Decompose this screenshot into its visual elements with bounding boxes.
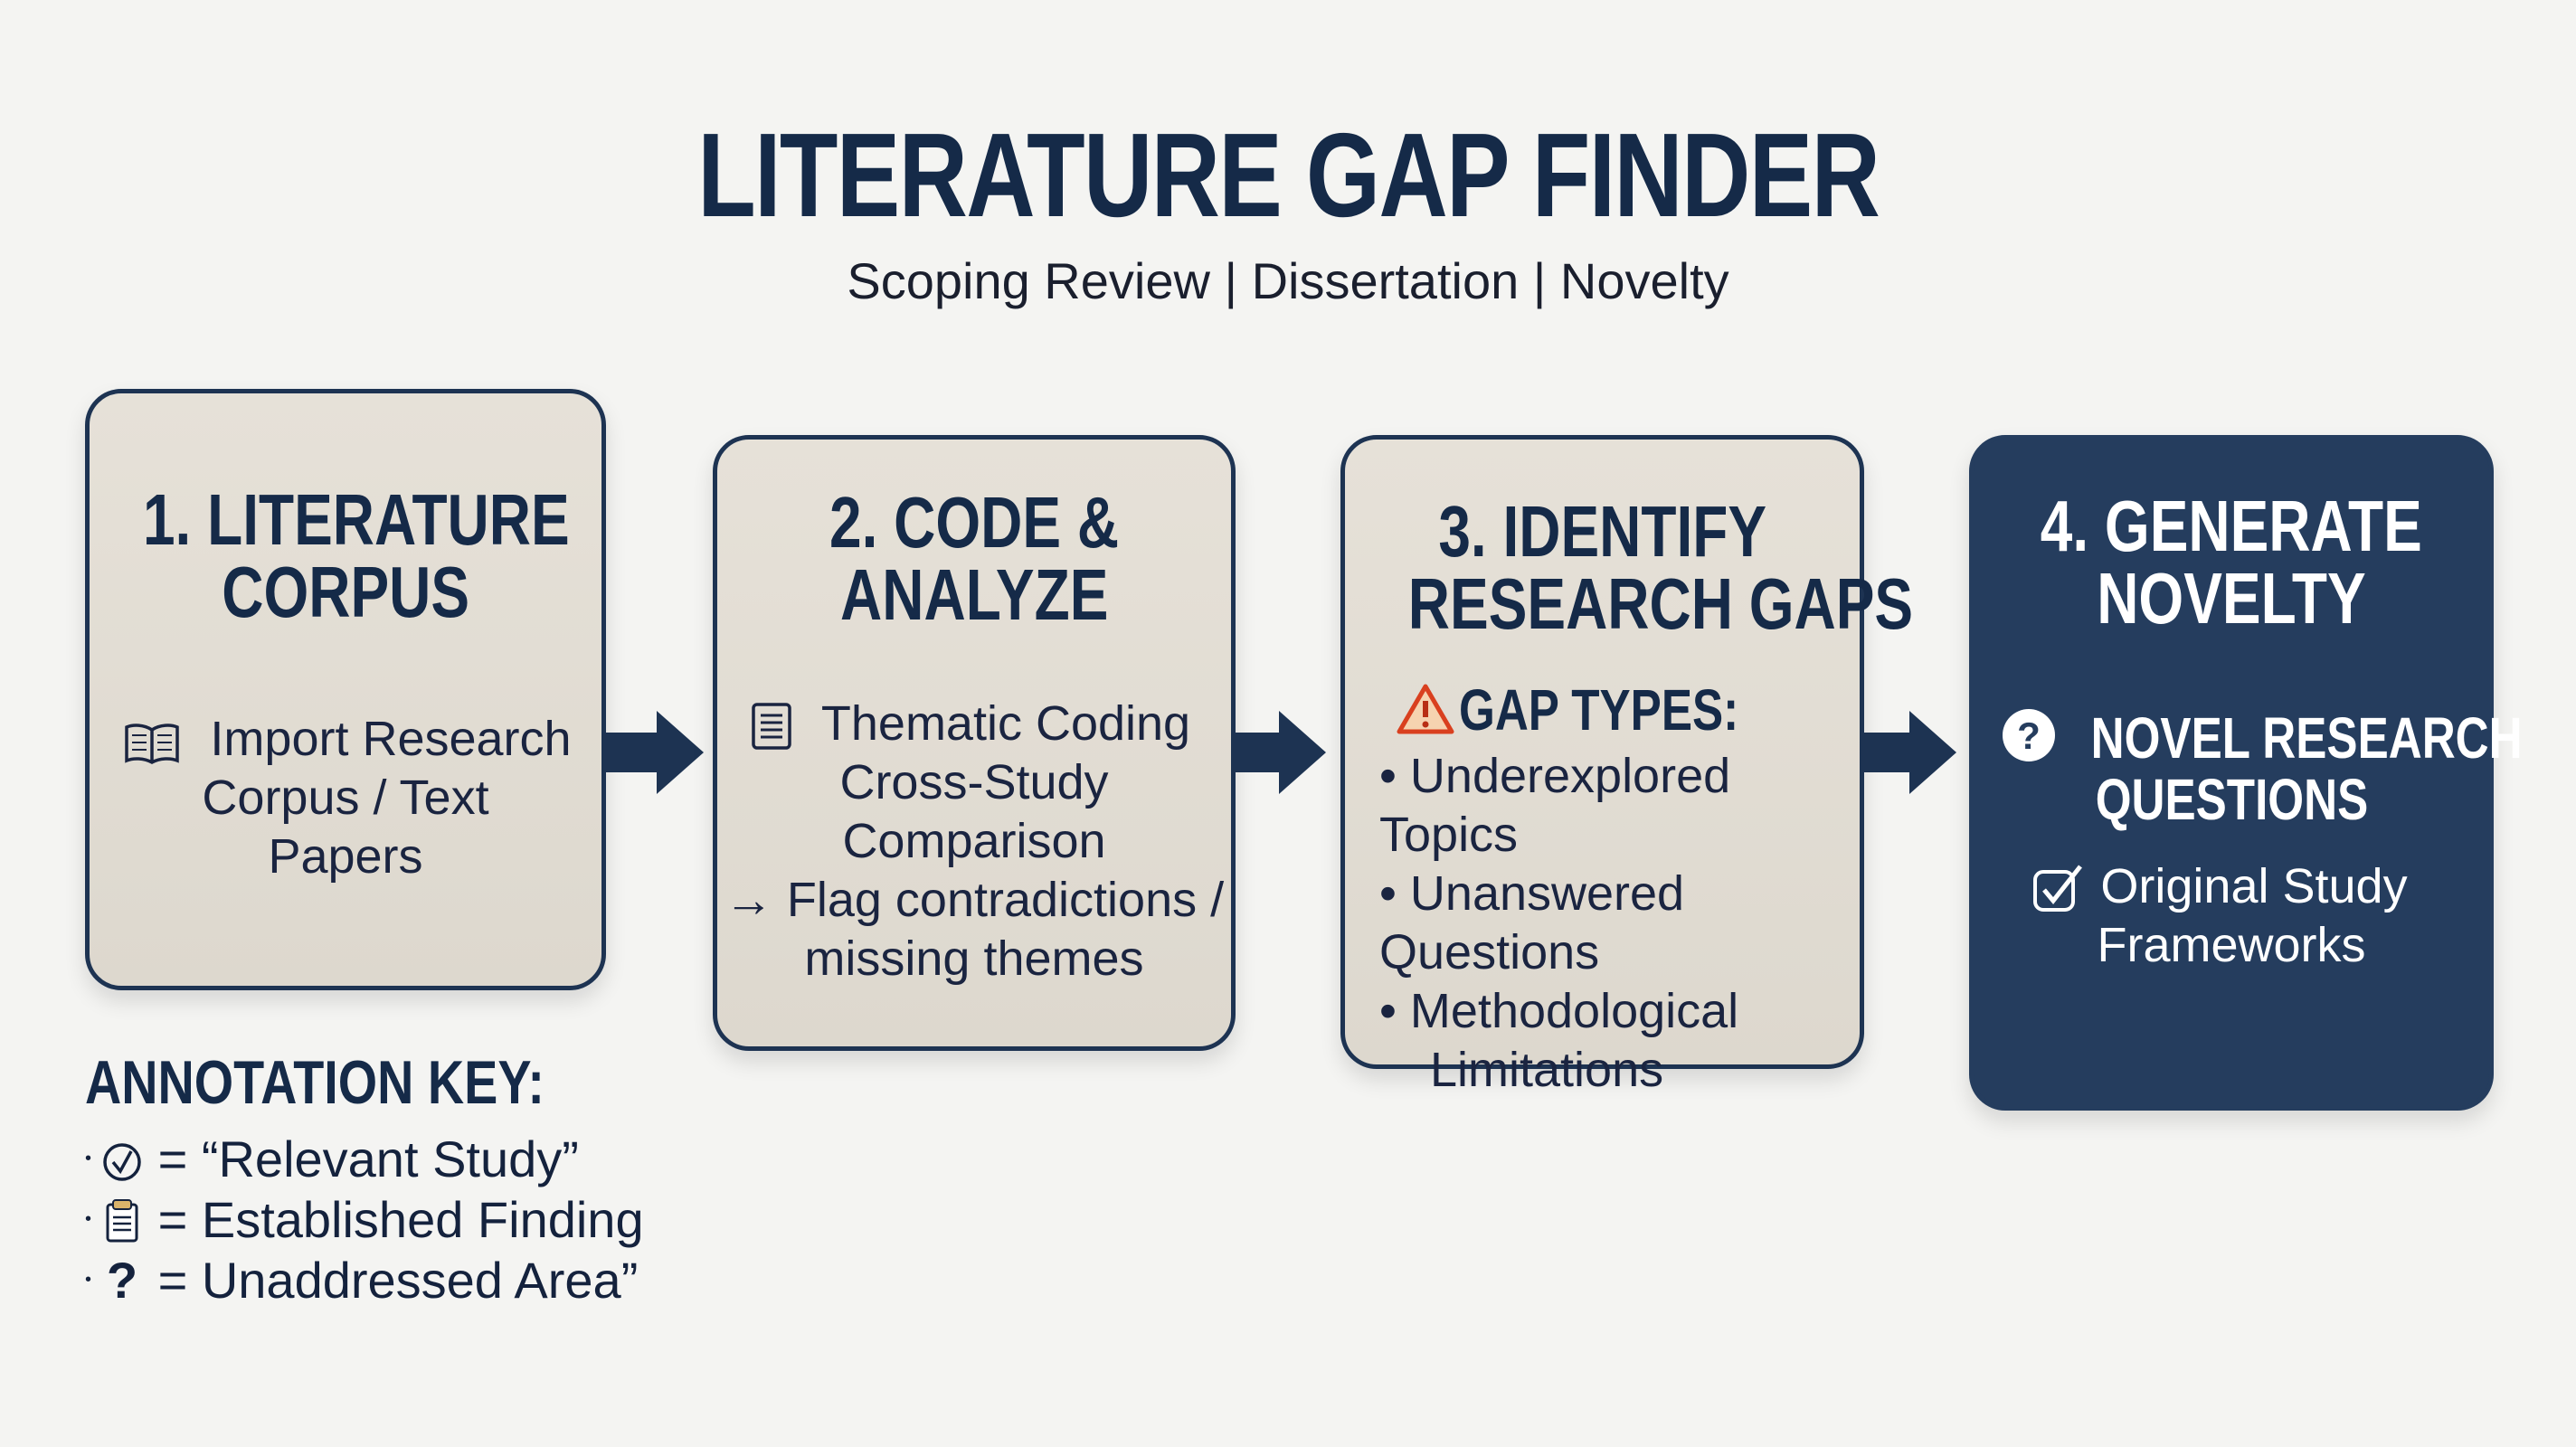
checkbox-icon <box>2033 865 2082 912</box>
question-circle-icon: ? <box>2003 709 2055 761</box>
step-title: 1. LITERATURE <box>142 479 570 560</box>
gap-type-item: Limitations <box>1430 1043 1664 1097</box>
gap-type-item: • Underexplored Topics <box>1379 749 1731 862</box>
body-line: → Flag contradictions / <box>724 873 1225 927</box>
key-item: • = Established Finding <box>85 1191 644 1248</box>
annotation-key-title: ANNOTATION KEY: <box>85 1048 545 1117</box>
document-lines-icon <box>752 703 791 750</box>
body-line: Corpus / Text <box>202 771 489 825</box>
body-line: Cross-Study <box>839 755 1109 809</box>
step-code-analyze: 2. CODE &ANALYZE Thematic Coding Cross-S… <box>713 435 1236 1051</box>
open-book-icon <box>125 724 179 764</box>
question-mark-icon: ? <box>106 1252 138 1309</box>
body-line: Papers <box>268 829 423 884</box>
body-line: missing themes <box>804 932 1144 986</box>
body-line: Comparison <box>842 814 1106 868</box>
page-title: LITERATURE GAP FINDER <box>697 109 1880 241</box>
page-subtitle: Scoping Review | Dissertation | Novelty <box>847 252 1729 309</box>
check-circle-icon <box>103 1143 141 1181</box>
svg-text:?: ? <box>2017 714 2041 757</box>
step-title: 4. GENERATE <box>2041 486 2422 566</box>
body-line: Import Research <box>210 712 572 766</box>
body-line: Frameworks <box>2097 918 2366 972</box>
step-title: CORPUS <box>222 552 469 632</box>
annotation-key: ANNOTATION KEY: • = “Relevant Study” • =… <box>85 1047 646 1310</box>
gap-types-heading: GAP TYPES: <box>1345 676 1860 743</box>
key-item: •? = Unaddressed Area” <box>85 1252 639 1309</box>
step-title: 3. IDENTIFY <box>1438 491 1766 572</box>
step-title: NOVELTY <box>2097 558 2366 638</box>
step-title: 2. CODE & <box>829 482 1120 563</box>
clipboard-icon <box>106 1199 138 1243</box>
novel-questions-heading: ? NOVEL RESEARCH QUESTIONS <box>1974 707 2523 830</box>
step-title: ANALYZE <box>839 554 1109 635</box>
gap-type-item: • Methodological <box>1379 984 1739 1038</box>
body-line: Thematic Coding <box>820 696 1191 751</box>
warning-icon <box>1397 684 1454 734</box>
step-title: RESEARCH GAPS <box>1407 563 1914 644</box>
key-item: • = “Relevant Study” <box>85 1130 579 1187</box>
body-line: Original Study <box>2100 859 2408 913</box>
gap-type-item: • Unanswered Questions <box>1379 866 1685 979</box>
